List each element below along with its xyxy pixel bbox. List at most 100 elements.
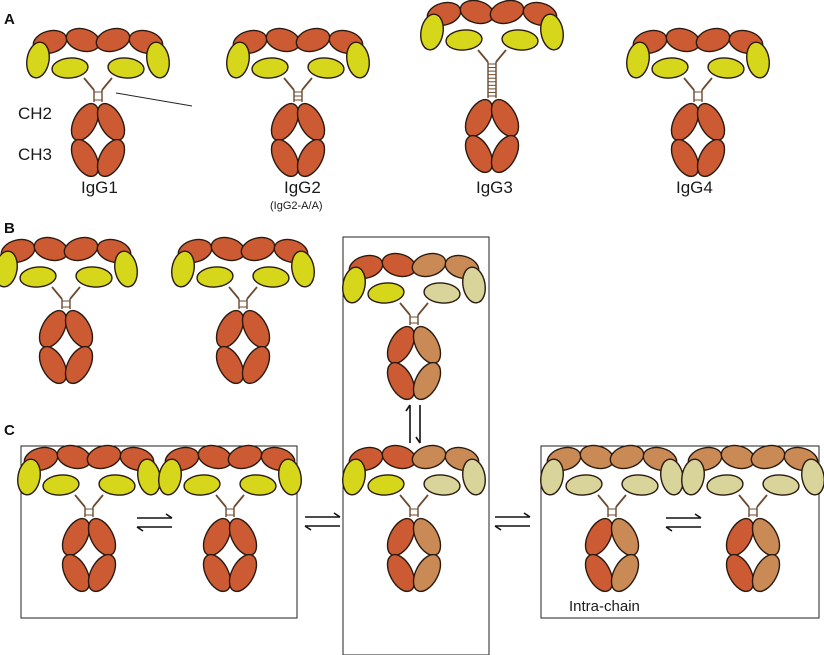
arm-connector — [683, 77, 695, 91]
ch3-domain — [464, 134, 494, 174]
fab-light-domain — [51, 57, 89, 79]
fab-light-domain — [621, 474, 659, 496]
isotype-note-igg2: (IgG2-A/A) — [270, 200, 323, 212]
fab-light-domain — [540, 13, 564, 51]
intra-chain-label: Intra-chain — [569, 598, 640, 615]
fab-light-domain — [445, 29, 483, 51]
fab-light-domain — [196, 266, 234, 288]
box-panel-c-center — [342, 236, 490, 655]
ch3-domain — [610, 553, 640, 593]
arm-connector — [399, 302, 411, 316]
fab-light-domain — [420, 13, 444, 51]
antibody-igg4 — [626, 27, 770, 178]
ch3-domain — [64, 345, 94, 385]
fab-heavy-domain — [411, 444, 447, 470]
ch3-domain — [386, 553, 416, 593]
fab-heavy-domain — [295, 27, 331, 53]
arm-connector — [399, 494, 411, 508]
ch3-domain — [270, 138, 300, 178]
ch3-domain — [670, 138, 700, 178]
antibody-c-1 — [17, 444, 161, 593]
fab-light-domain — [342, 266, 366, 304]
fab-light-domain — [651, 57, 689, 79]
panel-letter-c: C — [4, 422, 15, 439]
ch3-domain — [725, 553, 755, 593]
fab-light-domain — [98, 474, 136, 496]
fab-heavy-domain — [227, 444, 263, 470]
fab-light-domain — [707, 57, 745, 79]
equilibrium-arrow-c-left-center — [304, 512, 341, 531]
antibody-igg1 — [26, 27, 170, 178]
arm-connector — [283, 77, 295, 91]
ch3-domain — [87, 553, 117, 593]
fab-light-domain — [26, 41, 50, 79]
ch3-domain — [61, 553, 91, 593]
arm-connector — [246, 286, 258, 300]
arm-connector — [215, 494, 227, 508]
fab-heavy-domain — [489, 0, 525, 25]
fab-light-domain — [423, 474, 461, 496]
ch3-domain — [38, 345, 68, 385]
equilibrium-arrow-c-left-inner — [136, 513, 173, 532]
fab-heavy-domain — [609, 444, 645, 470]
antibody-igg3 — [420, 0, 564, 174]
fab-heavy-domain — [411, 252, 447, 278]
ch3-domain — [584, 553, 614, 593]
fab-light-domain — [226, 41, 250, 79]
ch3-domain — [96, 138, 126, 178]
panel-letter-b: B — [4, 220, 15, 237]
antibody-molecules — [0, 0, 824, 593]
isotype-label-igg3: IgG3 — [476, 178, 513, 197]
isotype-label-igg4: IgG4 — [676, 178, 713, 197]
fab-light-domain — [158, 458, 182, 496]
fab-light-domain — [346, 41, 370, 79]
ch2-label: CH2 — [18, 104, 52, 123]
fab-light-domain — [251, 57, 289, 79]
ch3-domain — [228, 553, 258, 593]
antibody-igg2 — [226, 27, 370, 178]
arm-connector — [74, 494, 86, 508]
arm-connector — [756, 494, 768, 508]
fab-light-domain — [239, 474, 277, 496]
arm-connector — [228, 286, 240, 300]
antibody-b-1 — [0, 236, 138, 385]
arm-connector — [101, 77, 113, 91]
fab-light-domain — [423, 282, 461, 304]
panel-letter-a: A — [4, 11, 15, 28]
equilibrium-arrow-c-right-inner — [665, 513, 702, 532]
fab-light-domain — [114, 250, 138, 288]
fab-light-domain — [626, 41, 650, 79]
fab-light-domain — [183, 474, 221, 496]
ch3-domain — [412, 553, 442, 593]
antibody-c-center — [342, 444, 486, 593]
box-panel-c-left — [20, 445, 298, 619]
fab-light-domain — [107, 57, 145, 79]
fab-light-domain — [291, 250, 315, 288]
fab-light-domain — [501, 29, 539, 51]
arm-connector — [69, 286, 81, 300]
fab-light-domain — [762, 474, 800, 496]
arm-connector — [597, 494, 609, 508]
arm-connector — [477, 49, 489, 63]
fab-light-domain — [746, 41, 770, 79]
isotype-label-igg2: IgG2 — [284, 178, 321, 197]
isotype-label-igg1: IgG1 — [81, 178, 118, 197]
antibody-b-2 — [171, 236, 315, 385]
fab-light-domain — [706, 474, 744, 496]
ch3-domain — [386, 361, 416, 401]
fab-heavy-domain — [240, 236, 276, 262]
ch3-domain — [215, 345, 245, 385]
fab-light-domain — [367, 282, 405, 304]
fab-heavy-domain — [86, 444, 122, 470]
box-panel-c-right — [540, 445, 820, 619]
ch3-domain — [490, 134, 520, 174]
arm-connector — [51, 286, 63, 300]
fab-light-domain — [462, 266, 486, 304]
fab-light-domain — [171, 250, 195, 288]
fab-light-domain — [278, 458, 302, 496]
arm-connector — [301, 77, 313, 91]
arm-connector — [233, 494, 245, 508]
ch3-domain — [241, 345, 271, 385]
